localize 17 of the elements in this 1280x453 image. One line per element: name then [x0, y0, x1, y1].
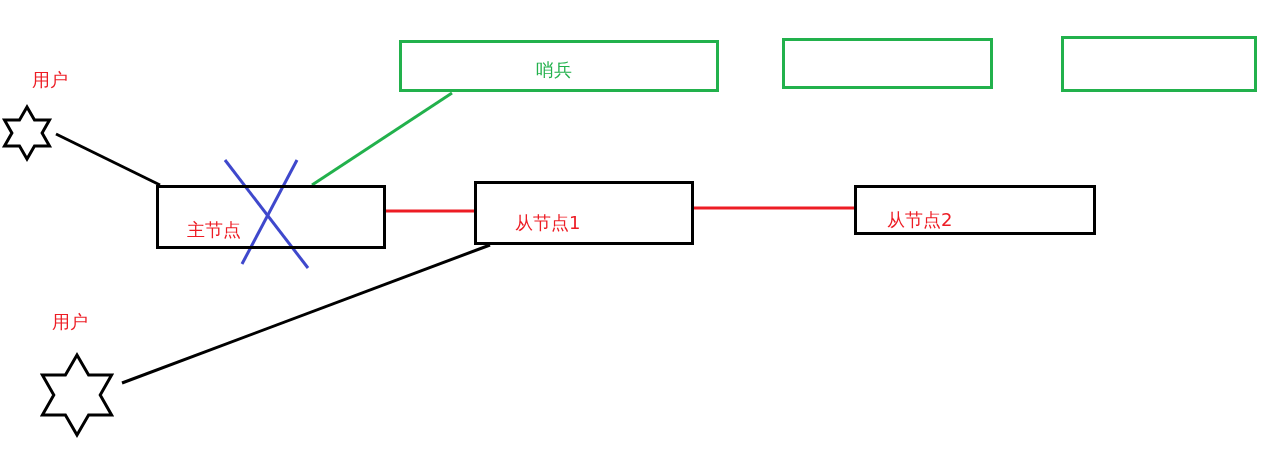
empty-box: [782, 38, 993, 89]
node-label: 哨兵: [536, 58, 572, 82]
empty-box: [1061, 36, 1257, 92]
connector-line: [311, 91, 453, 187]
connector-line: [694, 206, 854, 210]
node-label: 主节点: [187, 218, 241, 242]
node-box: [854, 185, 1096, 235]
connector-line: [386, 209, 474, 213]
node-box: [474, 181, 694, 245]
node-box: [156, 185, 386, 249]
node-label: 从节点2: [887, 208, 953, 232]
connector-line: [121, 243, 491, 385]
connector-line: [55, 132, 161, 187]
user-label: 用户: [32, 68, 68, 92]
node-box: [399, 40, 719, 92]
node-label: 从节点1: [515, 211, 581, 235]
user-label: 用户: [52, 310, 88, 334]
